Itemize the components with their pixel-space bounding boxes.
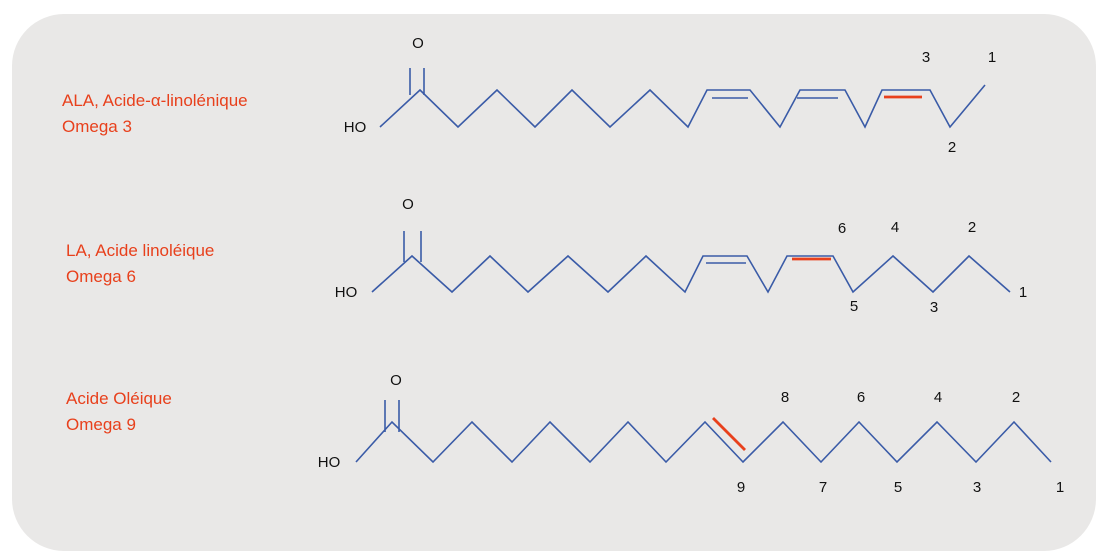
carbon-number: 6 — [857, 389, 865, 406]
carbon-number: 9 — [737, 479, 745, 496]
molecule-label-oleic: Acide Oléique Omega 9 — [66, 386, 172, 438]
carbon-number: 5 — [894, 479, 902, 496]
diagram-panel — [12, 14, 1096, 551]
carbon-number: 4 — [891, 219, 899, 236]
oxygen-label: O — [412, 35, 424, 52]
carbon-chain — [379, 84, 986, 129]
molecule-label-ala: ALA, Acide-α-linolénique Omega 3 — [62, 88, 248, 140]
carbon-number: 3 — [930, 299, 938, 316]
carbon-number: 3 — [922, 49, 930, 66]
molecule-family: Omega 3 — [62, 117, 132, 136]
carbon-number: 4 — [934, 389, 942, 406]
molecule-family: Omega 9 — [66, 415, 136, 434]
structure-la: O HO 6 4 2 5 3 1 — [335, 196, 1027, 316]
molecule-name: LA, Acide linoléique — [66, 241, 215, 260]
carbon-number: 6 — [838, 220, 846, 237]
molecule-name: ALA, Acide-α-linolénique — [62, 91, 248, 110]
hydroxyl-label: HO — [318, 454, 341, 471]
carbon-number: 7 — [819, 479, 827, 496]
oxygen-label: O — [402, 196, 414, 213]
carbon-number: 2 — [1012, 389, 1020, 406]
structure-ala: O HO 3 1 2 — [344, 35, 996, 156]
carbon-number: 1 — [1019, 284, 1027, 301]
omega-double-bond — [712, 417, 746, 451]
oxygen-label: O — [390, 372, 402, 389]
carbon-chain — [371, 254, 1011, 294]
carbon-number: 1 — [988, 49, 996, 66]
molecule-label-la: LA, Acide linoléique Omega 6 — [66, 238, 214, 290]
hydroxyl-label: HO — [335, 284, 358, 301]
molecule-family: Omega 6 — [66, 267, 136, 286]
carbon-number: 5 — [850, 298, 858, 315]
structure-oleic: O HO 8 6 4 2 9 7 5 3 1 — [318, 372, 1064, 496]
molecule-name: Acide Oléique — [66, 389, 172, 408]
carbon-number: 3 — [973, 479, 981, 496]
carbon-chain — [355, 420, 1052, 464]
carbon-number: 2 — [948, 139, 956, 156]
carbon-number: 8 — [781, 389, 789, 406]
carbon-number: 1 — [1056, 479, 1064, 496]
carbon-number: 2 — [968, 219, 976, 236]
hydroxyl-label: HO — [344, 119, 367, 136]
